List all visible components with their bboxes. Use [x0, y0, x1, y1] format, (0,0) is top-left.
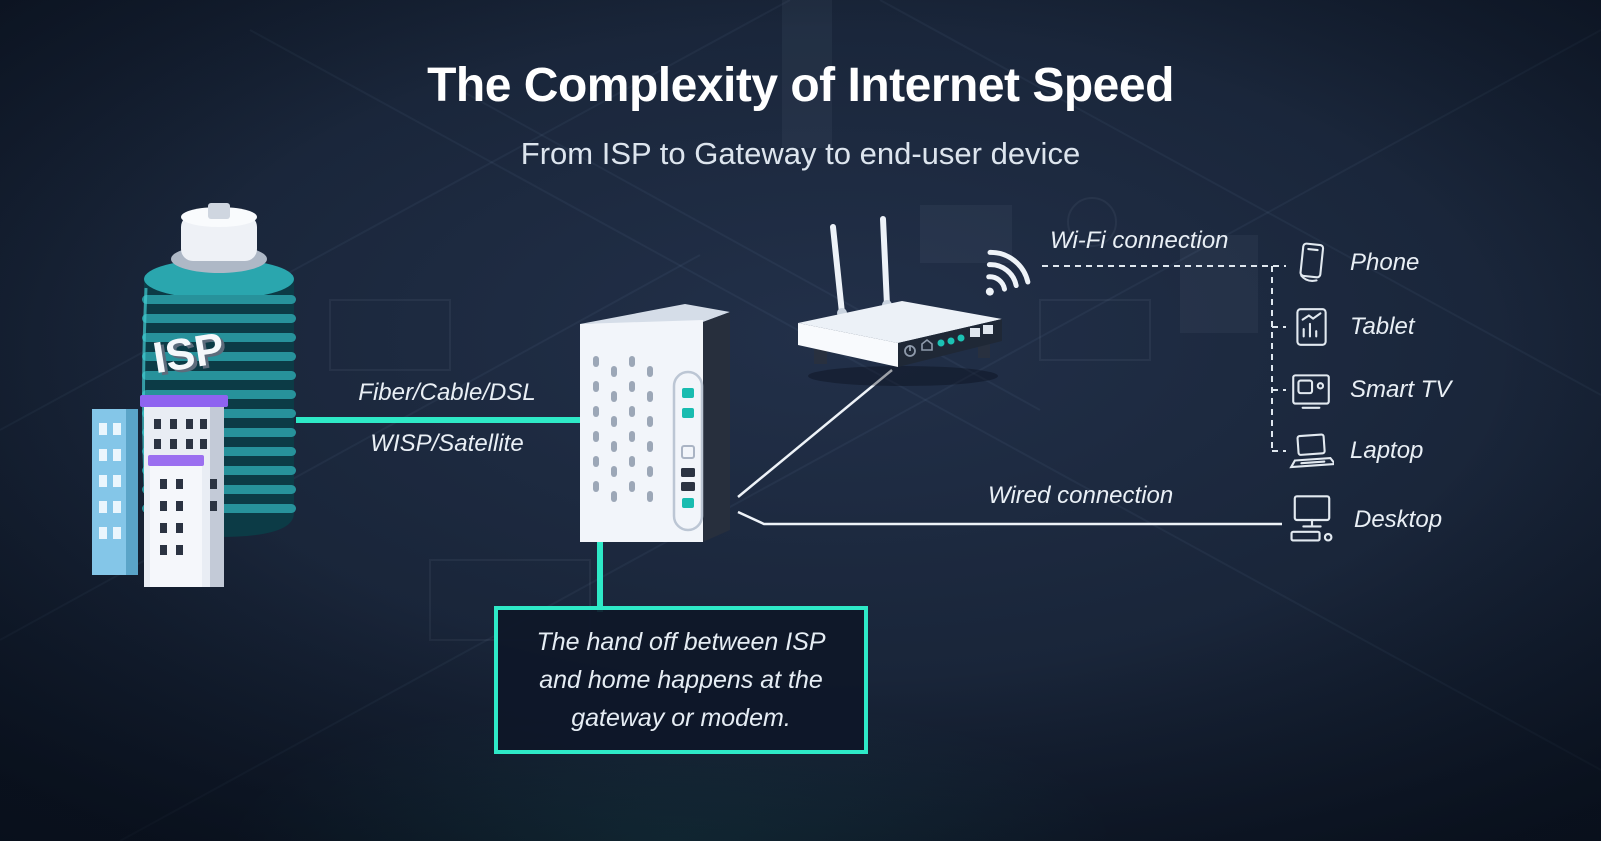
wired-line [737, 510, 1282, 526]
isp-building-illustration: ISP ISP [92, 203, 296, 587]
device-label-laptop: Laptop [1350, 437, 1424, 464]
callout-line-2: and home happens at the [539, 666, 823, 694]
isp-modem-line [296, 417, 582, 423]
device-row-desktop: Desktop [1286, 492, 1442, 548]
isp-tower-cap [171, 203, 267, 273]
isp-small-buildings [92, 395, 228, 587]
desktop-icon [1290, 495, 1333, 542]
callout-line-1: The hand off between ISP [536, 628, 826, 656]
laptop-icon [1289, 433, 1334, 469]
wired-connection-label: Wired connection [988, 482, 1174, 509]
smart-tv-icon [1292, 374, 1330, 409]
modem-illustration [580, 304, 730, 542]
device-row-tablet: Tablet [1288, 304, 1415, 350]
page-title: The Complexity of Internet Speed [427, 59, 1174, 112]
device-label-tablet: Tablet [1350, 313, 1415, 340]
device-row-phone: Phone [1288, 240, 1419, 286]
device-label-desktop: Desktop [1354, 506, 1443, 533]
page-subtitle: From ISP to Gateway to end-user device [520, 136, 1081, 171]
wifi-connection-label: Wi-Fi connection [1050, 227, 1229, 254]
device-label-smart-tv: Smart TV [1350, 376, 1452, 403]
router-antennas [830, 216, 892, 318]
link-label-fiber: Fiber/Cable/DSL [358, 379, 536, 406]
link-label-wisp: WISP/Satellite [370, 430, 524, 457]
wifi-signal-icon [985, 249, 1031, 296]
device-label-phone: Phone [1350, 249, 1420, 276]
callout-box: The hand off between ISP and home happen… [494, 606, 868, 754]
device-row-laptop: Laptop [1288, 428, 1423, 474]
phone-icon [1299, 242, 1325, 282]
tablet-icon [1296, 308, 1327, 346]
callout-line-3: gateway or modem. [571, 704, 791, 732]
device-row-smart-tv: Smart TV [1288, 367, 1451, 413]
